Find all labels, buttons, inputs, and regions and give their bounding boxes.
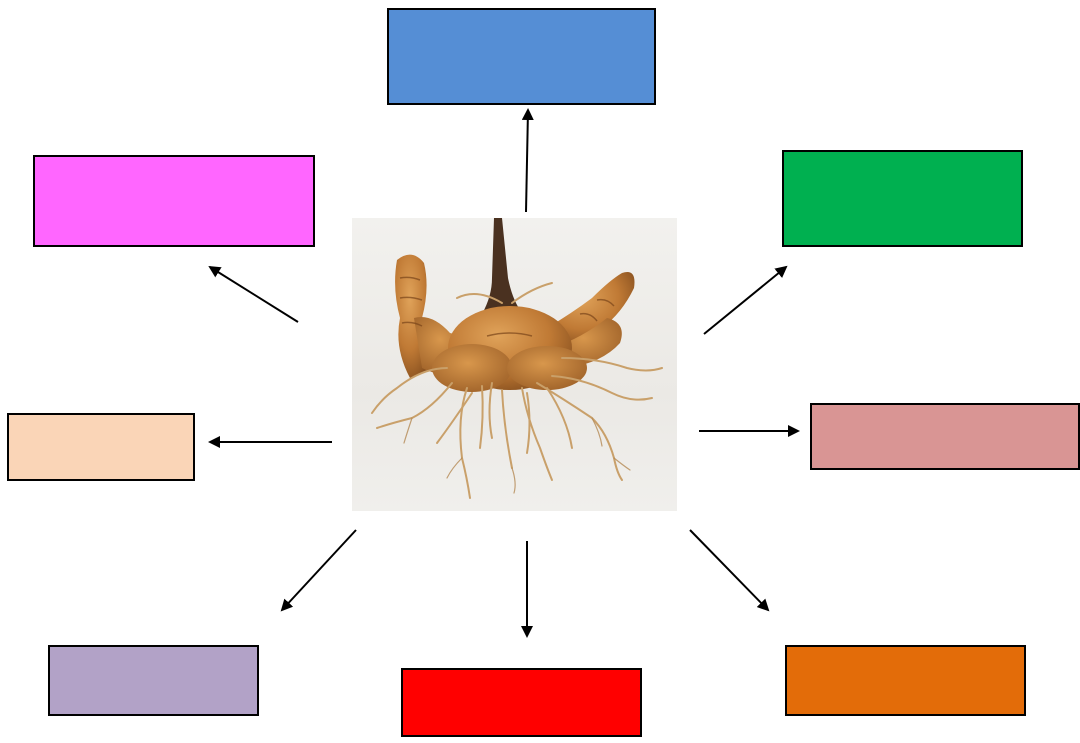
arrow-to-top xyxy=(526,110,528,212)
arrow-to-lower-right xyxy=(690,530,768,610)
arrow-to-upper-right xyxy=(704,267,786,334)
arrow-to-upper-left xyxy=(210,267,298,322)
arrow-to-lower-left xyxy=(282,530,356,610)
